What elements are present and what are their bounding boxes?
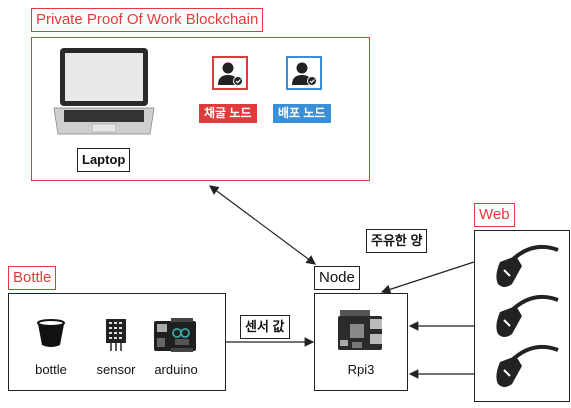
blockchain-node-link <box>209 185 316 265</box>
fuel-nozzle-icon <box>496 345 559 387</box>
bottle-icon <box>37 319 65 347</box>
blockchain-title: Private Proof Of Work Blockchain <box>31 8 264 32</box>
rpi3-label: Rpi3 <box>347 362 375 377</box>
arduino-icon <box>154 318 196 352</box>
fuel-amount-label: 주유한 양 <box>366 229 428 253</box>
mining-node-icon <box>212 56 248 90</box>
fuel-nozzle-icon <box>496 295 559 337</box>
web-title: Web <box>474 203 515 227</box>
sensor-icon <box>106 319 126 351</box>
sensor-label: sensor <box>96 362 136 377</box>
fuel-nozzle-icon <box>496 245 559 287</box>
mining-node-label: 채굴 노드 <box>199 104 257 123</box>
web-to-node-arrow <box>380 261 475 294</box>
node-title: Node <box>314 266 360 290</box>
laptop-icon <box>53 48 155 135</box>
arduino-label: arduino <box>154 362 198 377</box>
deploy-node-icon <box>286 56 322 90</box>
laptop-label: Laptop <box>77 148 131 172</box>
node-box <box>314 293 408 391</box>
bottle-label: bottle <box>35 362 67 377</box>
deploy-node-label: 배포 노드 <box>273 104 331 123</box>
web-group <box>474 230 570 402</box>
raspberry-pi-icon <box>338 310 382 350</box>
sensor-value-label: 센서 값 <box>240 315 290 339</box>
bottle-group-title: Bottle <box>8 266 57 290</box>
bottle-group <box>8 293 226 391</box>
blockchain-group <box>31 37 370 181</box>
